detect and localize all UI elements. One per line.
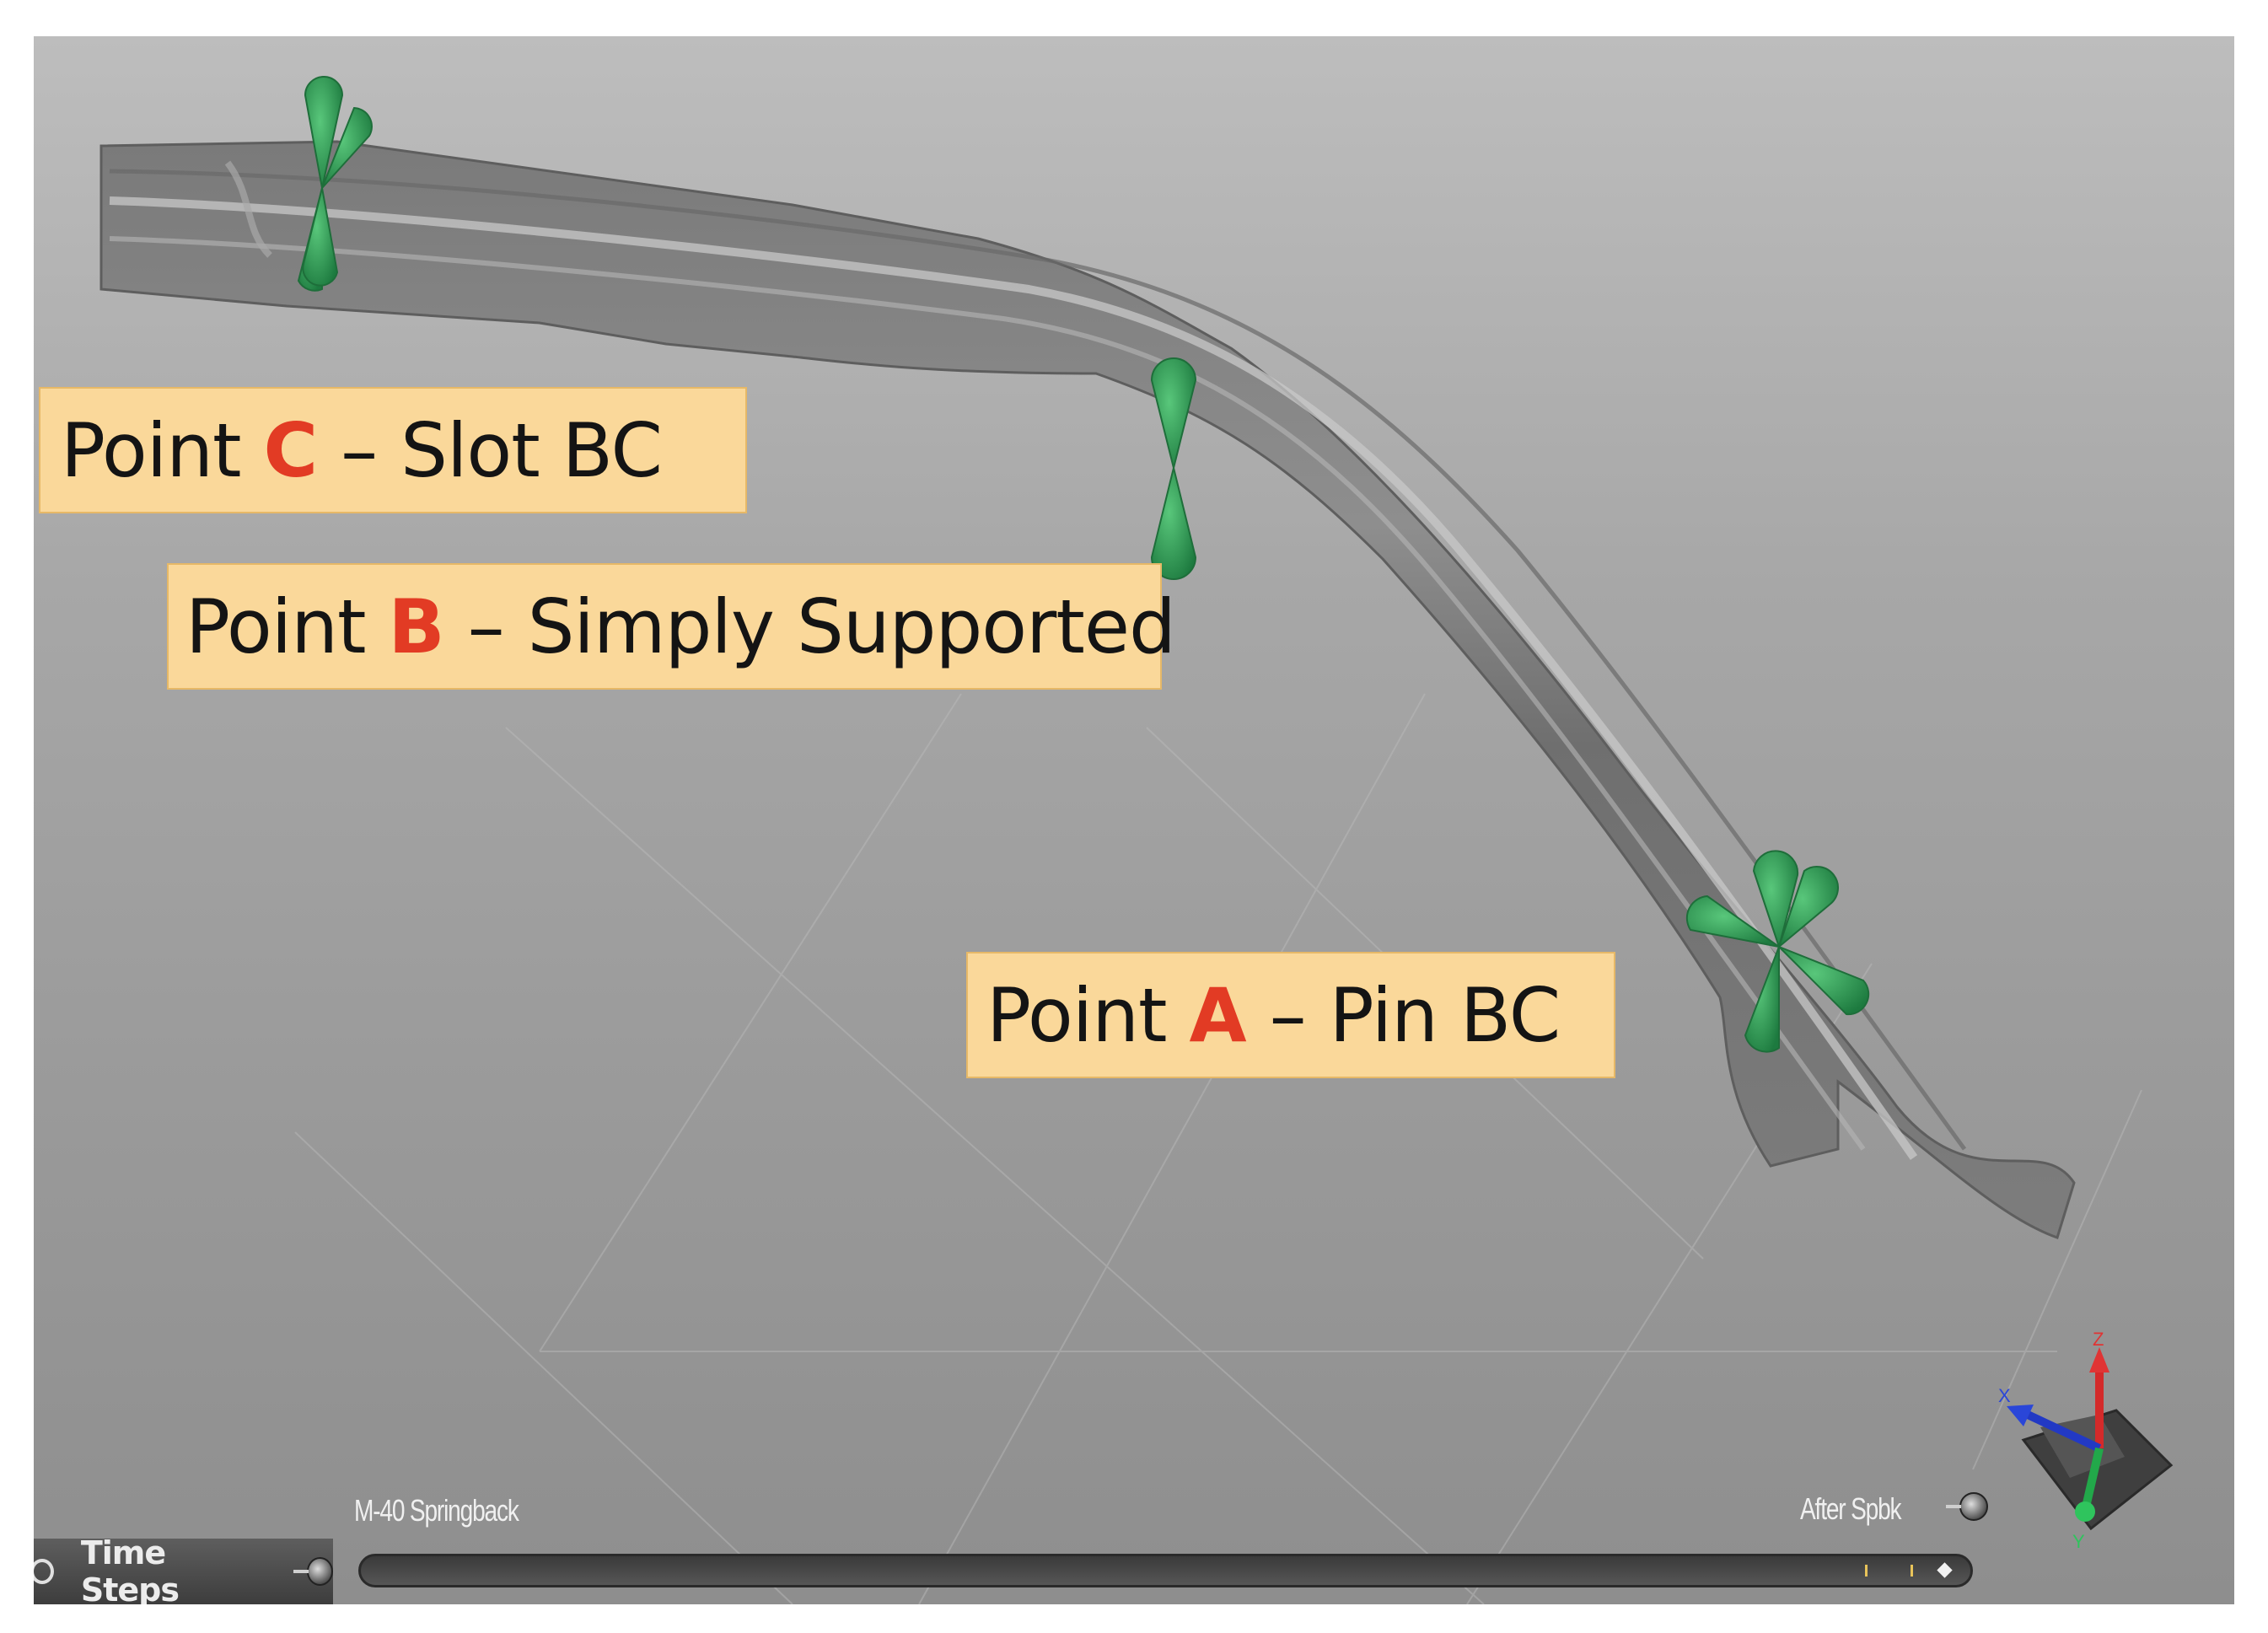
- orientation-triad[interactable]: Z X Y: [1990, 1322, 2192, 1558]
- timeline-start-label: M-40 Springback: [354, 1493, 519, 1528]
- callout-c-prefix: Point: [61, 406, 241, 494]
- timeline-end-label: After Spbk: [1800, 1491, 1902, 1526]
- end-slider-knob-icon[interactable]: [1946, 1492, 1988, 1521]
- callout-a-prefix: Point: [986, 971, 1167, 1059]
- time-steps-slider[interactable]: [358, 1554, 1973, 1587]
- triad-y-label: Y: [2072, 1531, 2085, 1552]
- slider-handle[interactable]: [1937, 1562, 1953, 1578]
- callout-a-description: Pin BC: [1329, 971, 1561, 1059]
- callout-c-separator: –: [341, 406, 378, 494]
- part-model: [99, 140, 2076, 1239]
- callout-c-description: Slot BC: [400, 406, 663, 494]
- time-steps-label: Time Steps: [80, 1534, 180, 1604]
- time-steps-knob-icon[interactable]: [293, 1557, 333, 1586]
- callout-b-prefix: Point: [185, 583, 366, 670]
- callout-c-letter: C: [263, 406, 318, 494]
- constraint-point-b: [1150, 357, 1197, 580]
- timeline-marker: [1865, 1565, 1868, 1577]
- time-steps-panel: Time Steps: [34, 1534, 333, 1604]
- callout-point-c: Point C–Slot BC: [39, 387, 747, 513]
- callout-b-separator: –: [467, 583, 505, 670]
- callout-b-description: Simply Supported: [527, 583, 1176, 670]
- triad-x-label: X: [1998, 1385, 2011, 1406]
- callout-a-separator: –: [1269, 971, 1307, 1059]
- clock-icon: [34, 1559, 54, 1584]
- callout-b-letter: B: [388, 583, 444, 670]
- floor-grid: [294, 693, 2142, 1604]
- triad-z-label: Z: [2093, 1329, 2104, 1350]
- 3d-viewport[interactable]: Point C–Slot BC Point B–Simply Supported…: [34, 36, 2234, 1604]
- callout-a-letter: A: [1189, 971, 1246, 1059]
- scene-graphics: [99, 76, 2142, 1604]
- constraint-point-a: [1685, 850, 1870, 1053]
- timeline-marker: [1911, 1565, 1913, 1577]
- callout-point-b: Point B–Simply Supported: [167, 563, 1176, 690]
- constraint-point-c: [297, 76, 373, 292]
- callout-point-a: Point A–Pin BC: [966, 952, 1615, 1078]
